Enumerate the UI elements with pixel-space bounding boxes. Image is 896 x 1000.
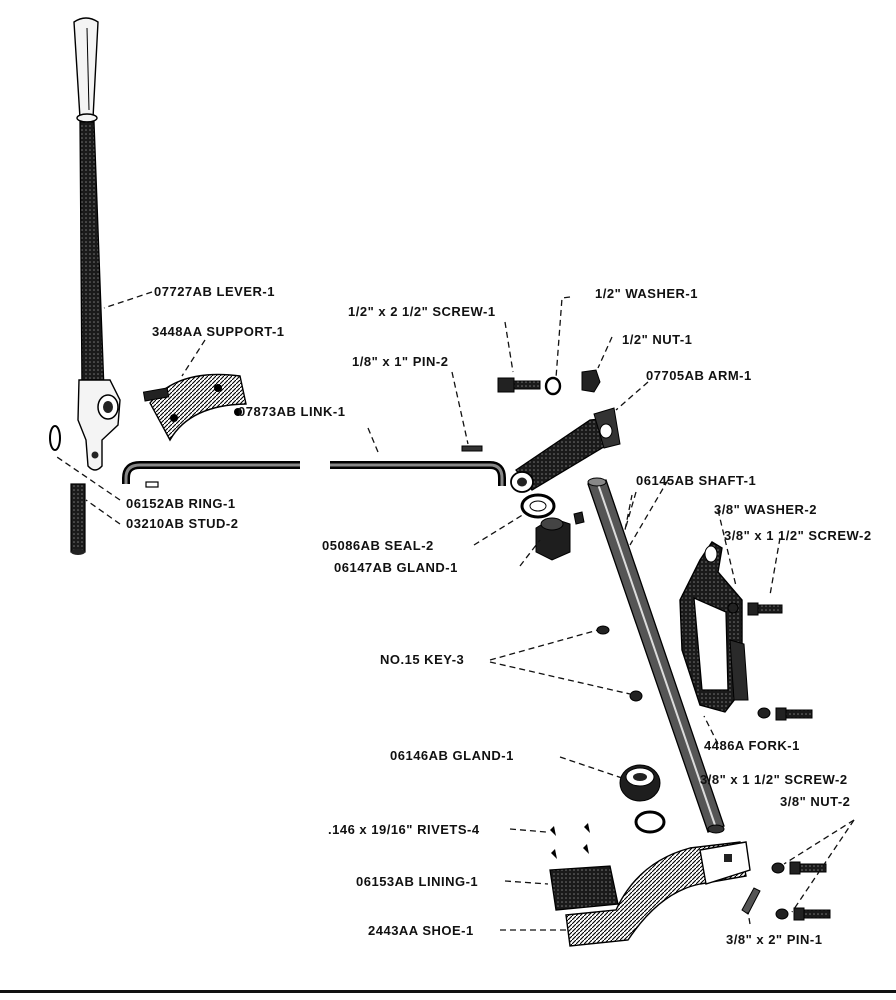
gland-top-part [535, 511, 585, 561]
half-screw-part [497, 377, 541, 393]
bottom-rule [0, 990, 896, 993]
label-screw-38-bottom: 3/8" x 1 1/2" SCREW-2 [700, 772, 848, 787]
label-ring: 06152AB RING-1 [126, 496, 236, 511]
label-key: NO.15 KEY-3 [380, 652, 464, 667]
key-part-1 [596, 625, 610, 635]
label-pin-shoe: 3/8" x 2" PIN-1 [726, 932, 822, 947]
label-rivets: .146 x 19/16" RIVETS-4 [328, 822, 480, 837]
rivets-part [550, 823, 590, 859]
label-gland-top: 06147AB GLAND-1 [334, 560, 458, 575]
label-seal: 05086AB SEAL-2 [322, 538, 434, 553]
screw-38-fork-part [757, 707, 813, 721]
label-lever: 07727AB LEVER-1 [154, 284, 275, 299]
screw-38-top-part [747, 602, 783, 616]
label-pin-link: 1/8" x 1" PIN-2 [352, 354, 448, 369]
label-shoe: 2443AA SHOE-1 [368, 923, 474, 938]
label-lining: 06153AB LINING-1 [356, 874, 478, 889]
label-screw-half: 1/2" x 2 1/2" SCREW-1 [348, 304, 496, 319]
label-support: 3448AA SUPPORT-1 [152, 324, 285, 339]
pin-shoe-part [741, 887, 761, 915]
shoe-part [565, 841, 751, 947]
label-fork: 4486A FORK-1 [704, 738, 800, 753]
label-link: 07873AB LINK-1 [238, 404, 345, 419]
lever-part [73, 17, 121, 471]
label-shaft: 06145AB SHAFT-1 [636, 473, 756, 488]
shaft-part [587, 477, 725, 834]
label-nut-half: 1/2" NUT-1 [622, 332, 692, 347]
callout-labels: 07727AB LEVER-1 3448AA SUPPORT-1 1/2" x … [126, 284, 872, 947]
key-part-2 [629, 690, 643, 702]
ring-part [49, 425, 61, 451]
label-washer-half: 1/2" WASHER-1 [595, 286, 698, 301]
fork-part [679, 541, 749, 713]
stud-part [70, 483, 86, 555]
support-part [142, 373, 247, 442]
pin-link-part [461, 445, 483, 452]
leader-lines [53, 291, 855, 931]
seal-part [520, 493, 556, 519]
half-washer-part [544, 376, 562, 396]
label-washer-38: 3/8" WASHER-2 [714, 502, 817, 517]
label-arm: 07705AB ARM-1 [646, 368, 752, 383]
label-nut-38: 3/8" NUT-2 [780, 794, 850, 809]
label-stud: 03210AB STUD-2 [126, 516, 239, 531]
label-screw-38-top: 3/8" x 1 1/2" SCREW-2 [724, 528, 872, 543]
label-gland-bottom: 06146AB GLAND-1 [390, 748, 514, 763]
link-part [122, 461, 506, 488]
gland-bottom-part [619, 764, 666, 834]
washer-38-part [727, 602, 739, 614]
lining-part [549, 865, 619, 911]
arm-part [510, 407, 621, 493]
half-nut-part [581, 369, 601, 393]
screw-38-bottom-part [771, 861, 831, 921]
